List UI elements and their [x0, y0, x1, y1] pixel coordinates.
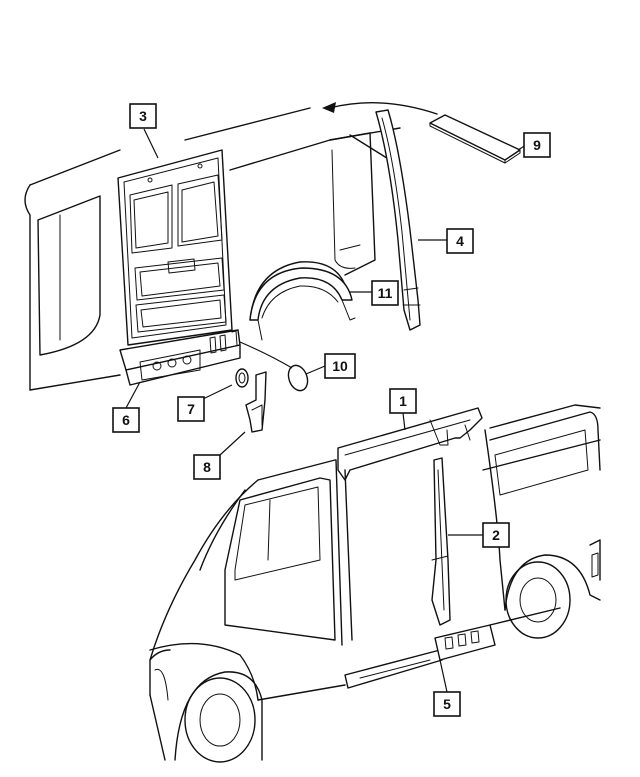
- callout-10-label: 10: [332, 358, 348, 374]
- callout-7-label: 7: [187, 401, 195, 417]
- lower-van-body: [149, 404, 601, 763]
- callout-6-label: 6: [122, 412, 130, 428]
- upper-van-body: [24, 102, 438, 391]
- part-11-wheel-arch: [249, 261, 356, 341]
- callout-4: 4: [446, 228, 474, 254]
- callout-11: 11: [371, 280, 399, 306]
- callout-6: 6: [112, 407, 140, 433]
- callout-11-label: 11: [378, 285, 393, 301]
- callout-3: 3: [129, 103, 157, 129]
- callout-2-label: 2: [492, 527, 500, 543]
- part-10-cap: [239, 341, 309, 392]
- callout-8-label: 8: [203, 459, 211, 475]
- part-3-rear-panel: [117, 149, 233, 346]
- callout-5-label: 5: [443, 696, 451, 712]
- callout-5: 5: [433, 691, 461, 717]
- callout-4-label: 4: [456, 233, 464, 249]
- part-9-pad: [429, 114, 521, 164]
- part-8-bracket: [245, 371, 267, 433]
- part-4-pillar: [375, 109, 421, 331]
- callout-1: 1: [389, 388, 417, 414]
- part-2-pillar: [431, 457, 451, 626]
- part-1-door-frame: [335, 407, 483, 646]
- callout-10: 10: [324, 353, 356, 379]
- part-5-sill: [344, 624, 496, 689]
- callout-9-label: 9: [533, 137, 541, 153]
- part-6-sill: [119, 329, 241, 386]
- callout-3-label: 3: [139, 108, 147, 124]
- callout-8: 8: [193, 454, 221, 480]
- callout-1-label: 1: [399, 393, 407, 409]
- callout-2: 2: [482, 522, 510, 548]
- part-7-plug: [235, 368, 249, 388]
- callout-9: 9: [523, 132, 551, 158]
- callout-7: 7: [177, 396, 205, 422]
